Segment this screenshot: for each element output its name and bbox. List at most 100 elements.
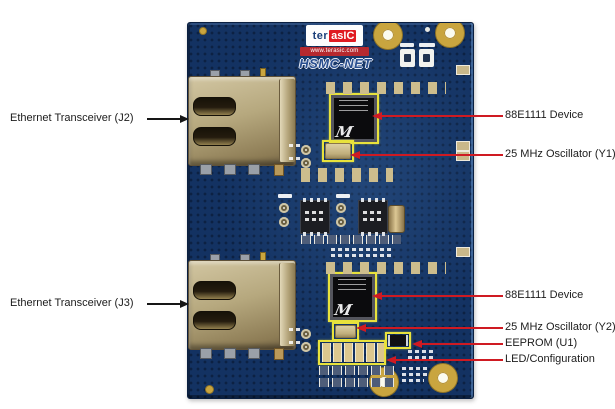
callout-line [395,359,503,361]
chip-marking [363,211,382,214]
phy-chip-top: M [329,93,379,144]
chip-marking [305,211,324,214]
passive-row [301,235,401,244]
connector-leg [200,348,212,359]
mounting-hole [374,23,402,49]
connector-face [279,79,295,162]
oscillator-y2 [332,322,359,341]
fiducial-dot [425,27,430,32]
fiducial-dot [200,28,206,34]
callout-label: 88E1111 Device [505,109,584,121]
callout-line [147,118,180,120]
rj45-connector-j2 [188,68,296,176]
led-configuration-block [318,340,386,365]
oscillator-can [325,143,351,159]
chip-pins [303,232,327,236]
edge-component [456,141,470,151]
silkscreen-text [289,328,301,331]
marvell-logo: M [333,301,354,319]
edge-component [456,151,470,161]
test-pad [301,158,311,168]
chip-pins [361,232,385,236]
silkscreen-text [289,157,301,160]
arrowhead-left-icon [386,356,396,364]
connector-slot [193,281,236,300]
connector-face [279,263,295,346]
silkscreen-text [402,379,424,382]
edge-component [456,65,470,75]
chip-pins [303,198,327,202]
board-website: www.terasic.com [300,47,369,56]
arrowhead-left-icon [356,324,366,332]
silkscreen-text [408,356,434,359]
eeprom-chip [388,335,408,346]
phy-chip-bottom: M [328,272,377,322]
connector-body [188,76,296,166]
chip-marking [305,218,324,221]
connector-slot [193,311,236,330]
marvell-logo: M [334,123,355,141]
passive-row [319,378,397,387]
callout-label: EEPROM (U1) [505,337,578,349]
silkscreen-text [402,367,430,370]
test-pad [279,203,289,213]
led-strip [322,343,384,362]
jumper-pad [419,49,434,67]
connector-slot [193,97,236,116]
mounting-hole [429,364,457,392]
passive-row [326,82,446,94]
silkscreen-text [289,144,301,147]
callout-line [381,295,503,297]
silkscreen-text [289,341,301,344]
arrowhead-right-icon [180,300,189,308]
arrowhead-left-icon [372,112,382,120]
chip-pins [361,198,385,202]
jumper-label [400,43,414,47]
terasic-logo-text: ter [312,29,329,42]
silkscreen-label [336,194,350,198]
connector-leg [274,348,284,360]
connector-leg [224,164,236,175]
eeprom-u1 [385,332,411,349]
edge-component [456,247,470,257]
callout-label: LED/Configuration [505,353,595,365]
rj45-connector-j3 [188,252,296,360]
chip-marking [338,279,366,292]
silkscreen-text [408,350,434,353]
arrowhead-right-icon [180,115,189,123]
passive-row [319,366,397,375]
test-pad [279,217,289,227]
test-pad [301,145,311,155]
callout-label: 25 MHz Oscillator (Y2) [505,321,615,333]
callout-line [381,115,503,117]
callout-label: Ethernet Transceiver (J2) [10,112,134,124]
passive-row [326,262,446,274]
oscillator-y1 [322,140,354,162]
callout-label: 88E1111 Device [505,289,584,301]
connector-leg [248,164,260,175]
callout-label: 25 MHz Oscillator (Y1) [505,148,615,160]
arrowhead-left-icon [412,340,422,348]
jumper-label [419,43,435,47]
chip-marking [339,100,368,113]
jumper-pad [400,49,415,67]
connector-leg [200,164,212,175]
soic-chip [358,198,388,236]
arrowhead-left-icon [350,151,360,159]
test-pad [301,329,311,339]
callout-line [365,327,503,329]
silkscreen-text [331,254,391,257]
oscillator-can [335,325,356,338]
soic-chip [300,198,330,236]
board-name: HSMC-NET [299,56,372,71]
connector-leg [224,348,236,359]
connector-leg [248,348,260,359]
callout-label: Ethernet Transceiver (J3) [10,297,134,309]
connector-leg [274,164,284,176]
test-pad [336,203,346,213]
connector-slot [193,127,236,146]
callout-line [421,343,503,345]
